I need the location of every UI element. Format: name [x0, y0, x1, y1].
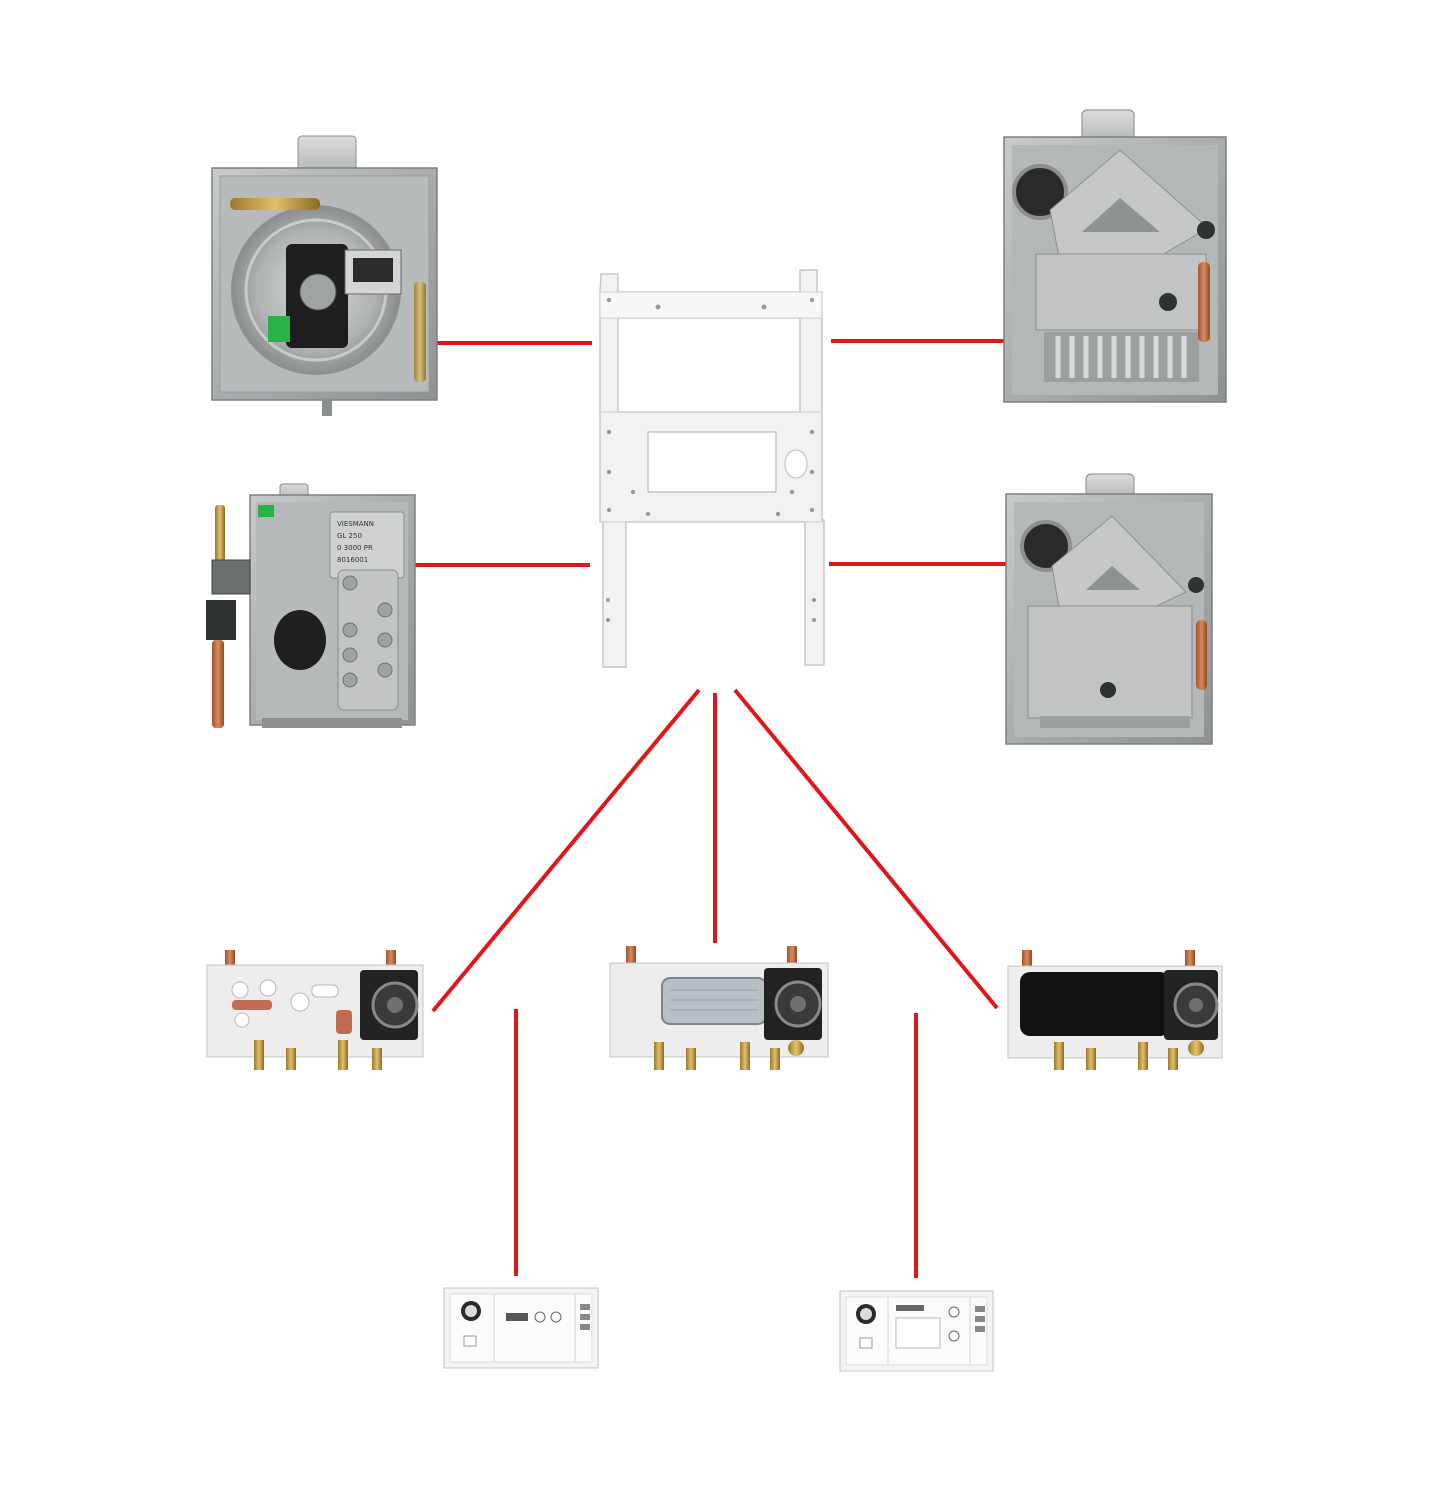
heat-exchanger-icon	[1003, 109, 1227, 403]
gas-valve-icon: VIESMANN GL 250 0 3000 PR 8016001	[206, 483, 416, 728]
heat-exchanger-icon	[1005, 473, 1213, 745]
burner-round-icon	[211, 135, 438, 416]
plate-hx-module-icon	[609, 946, 829, 1070]
control-panel-icon	[839, 1290, 994, 1372]
mounting-frame-icon	[599, 269, 825, 668]
connector-line	[431, 688, 701, 1013]
pump-module-icon	[206, 950, 424, 1070]
plate-text-line: GL 250	[337, 532, 362, 540]
gas-valve-plate-text: VIESMANN GL 250 0 3000 PR 8016001	[337, 520, 374, 564]
plate-text-line: 8016001	[337, 556, 368, 564]
connector-line	[733, 688, 999, 1010]
plate-text-line: VIESMANN	[337, 520, 374, 528]
control-panel-icon	[443, 1287, 599, 1369]
connector-lines	[320, 339, 1103, 1278]
plate-text-line: 0 3000 PR	[337, 544, 373, 552]
insulated-module-icon	[1007, 950, 1223, 1070]
